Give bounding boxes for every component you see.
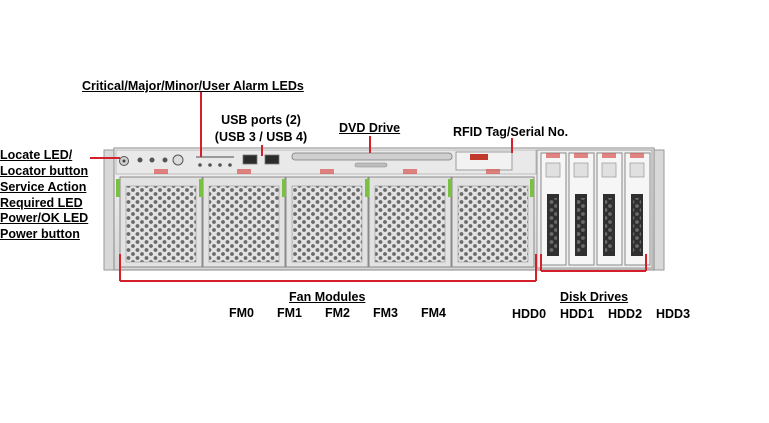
disk-drive-hdd1 [568,152,595,266]
usb-ports-sublabel: (USB 3 / USB 4) [214,130,308,144]
left-label-line: Service Action [0,180,87,194]
alarm-leds-label: Critical/Major/Minor/User Alarm LEDs [82,79,304,93]
disk-id: HDD3 [656,307,691,321]
usb-port-3[interactable] [242,154,258,165]
fan-module-fm2 [282,169,369,268]
left-label-line: Power button [0,227,80,241]
left-label-line: Locator button [0,164,89,178]
disk-drive-hdd2 [596,152,623,266]
dvd-slot [291,152,453,161]
alarm-leds [196,156,234,167]
fan-module-fm3 [365,169,452,268]
fan-module-fm4 [448,169,535,268]
disk-id: HDD0 [512,307,547,321]
power-ok-led-icon [149,157,155,163]
disk-drive-hdd0 [540,152,567,266]
callout-lines [90,92,647,282]
disk-id: HDD1 [560,307,595,321]
usb-port-4[interactable] [264,154,280,165]
disk-drives-label: Disk Drives [560,290,629,304]
dvd-eject-button[interactable] [354,162,388,168]
left-label-line: Power/OK LED [0,211,89,225]
left-label-line: Locate LED/ [0,148,73,162]
left-label-line: Required LED [0,196,83,210]
fan-id: FM1 [277,306,302,320]
service-led-icon [137,157,143,163]
fan-modules-label: Fan Modules [289,290,366,304]
fan-modules [116,169,535,268]
led-icon [162,157,168,163]
fan-id: FM4 [421,306,446,320]
disk-drive-hdd3 [624,152,651,266]
fan-id: FM3 [373,306,398,320]
rfid-label: RFID Tag/Serial No. [453,125,569,139]
fan-id: FM0 [229,306,254,320]
usb-ports-label: USB ports (2) [221,113,301,127]
power-button-icon[interactable] [172,154,184,166]
fan-module-fm0 [116,169,203,268]
locate-led-icon [122,159,126,163]
fan-id: FM2 [325,306,350,320]
dvd-drive-label: DVD Drive [339,121,401,135]
disk-id: HDD2 [608,307,643,321]
brand-badge [470,154,488,160]
disk-drives [540,152,651,266]
fan-module-fm1 [199,169,286,268]
